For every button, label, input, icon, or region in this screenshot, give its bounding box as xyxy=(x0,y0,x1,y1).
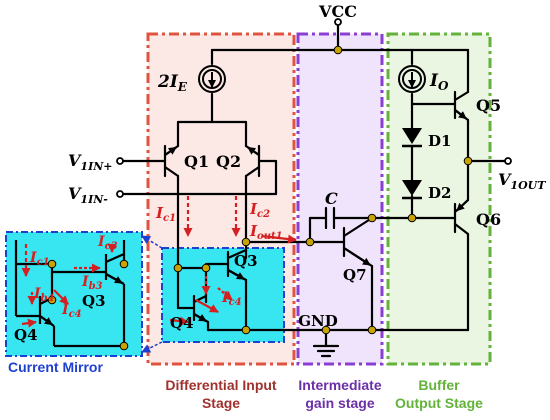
buffer-stage-caption-line1: Buffer xyxy=(418,377,460,393)
inset-q4-label: Q4 xyxy=(14,326,38,344)
bias-current-source xyxy=(398,65,426,93)
q2-label: Q2 xyxy=(216,152,241,171)
inset-emitter-arrows xyxy=(39,273,123,326)
inset-ib3-label: Ib3 xyxy=(81,274,103,292)
buffer-stage-caption-line2: Output Stage xyxy=(395,395,483,411)
diff-stage-caption-line2: Stage xyxy=(202,395,240,411)
inset-ic1-label: Ic1 xyxy=(29,250,50,268)
capacitor-label: C xyxy=(325,189,338,208)
diode-d2 xyxy=(402,180,422,200)
q7-label: Q7 xyxy=(343,266,367,284)
diode-d1 xyxy=(402,128,422,148)
bias-source-label: IO xyxy=(429,71,449,93)
zoom-line-top xyxy=(141,235,163,249)
gain-stage-caption-line1: Intermediate xyxy=(298,377,381,393)
d1-label: D1 xyxy=(428,132,451,150)
current-mirror-inset-box xyxy=(5,231,143,357)
input-plus-label: V1IN+ xyxy=(68,151,113,173)
iout1-label: Iout1 xyxy=(249,222,283,242)
inset-ib4-label: Ib4 xyxy=(33,286,55,304)
ic2-label: Ic2 xyxy=(249,200,270,220)
d2-label: D2 xyxy=(428,184,451,202)
q3-label: Q3 xyxy=(234,252,258,270)
gain-stage-caption-line2: gain stage xyxy=(305,395,374,411)
inset-ic3-label: Ic3 xyxy=(97,234,118,252)
diff-stage-caption-line1: Differential Input xyxy=(165,377,277,393)
q5-label: Q5 xyxy=(476,96,501,115)
input-minus-label: V1IN- xyxy=(68,184,108,206)
ic4-label: Ic4 xyxy=(221,290,242,308)
current-labels: Ic1 Ic2 Iout1 Ic4 Ic1 Ic3 Ib3 Ib4 Ic4 xyxy=(29,200,283,320)
gnd-label: GND xyxy=(298,312,338,330)
gain-stage-box xyxy=(296,32,384,366)
q1-label: Q1 xyxy=(184,152,209,171)
tail-source-label: 2IE xyxy=(157,72,188,94)
current-arrows xyxy=(21,196,297,328)
ic1-label: Ic1 xyxy=(155,204,176,224)
junction-nodes xyxy=(47,45,473,351)
q4-label: Q4 xyxy=(170,314,194,332)
output-label: V1OUT xyxy=(498,170,546,192)
tail-current-source xyxy=(198,65,226,93)
inset-q3-label: Q3 xyxy=(82,292,106,310)
zoom-line-bottom xyxy=(141,341,163,353)
current-mirror-caption: Current Mirror xyxy=(8,359,103,375)
q6-label: Q6 xyxy=(476,210,501,229)
emitter-arrows xyxy=(164,109,469,322)
vcc-label: VCC xyxy=(318,2,357,21)
inset-ic4-label: Ic4 xyxy=(61,302,82,320)
terminal-pins xyxy=(116,18,512,198)
